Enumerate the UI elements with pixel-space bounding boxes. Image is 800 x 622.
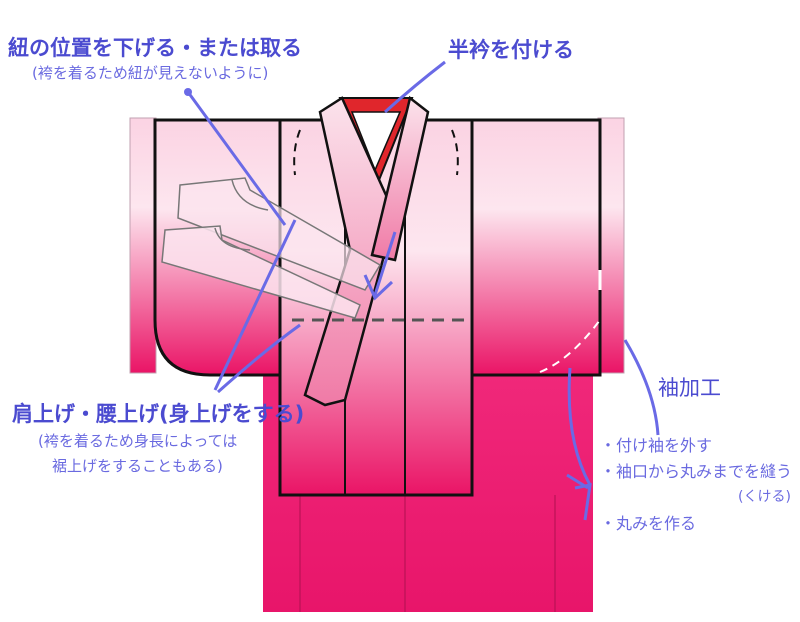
sode-item-1: ・付け袖を外す: [600, 436, 713, 455]
himo-title: 紐の位置を下げる・または取る: [8, 36, 302, 60]
haneri-title: 半衿を付ける: [448, 38, 574, 62]
sode-item-4: ・丸みを作る: [600, 514, 697, 533]
sode-title: 袖加工: [658, 376, 721, 400]
right-sleeve: [468, 118, 602, 377]
himo-note: (袴を着るため紐が見えないように): [32, 64, 269, 82]
himo-lower: [161, 225, 361, 319]
kata-age-title: 肩上げ・腰上げ(身上げをする): [12, 402, 305, 426]
himo-upper: [177, 177, 382, 291]
sode-item-3: (くける): [738, 489, 791, 505]
annotation-arrows: [186, 60, 660, 521]
sode-item-2: ・袖口から丸みまでを縫う: [600, 462, 793, 481]
kata-age-note-2: 裾上げをすることもある): [52, 457, 223, 475]
kata-age-note-1: (袴を着るため身長によっては: [38, 432, 238, 450]
